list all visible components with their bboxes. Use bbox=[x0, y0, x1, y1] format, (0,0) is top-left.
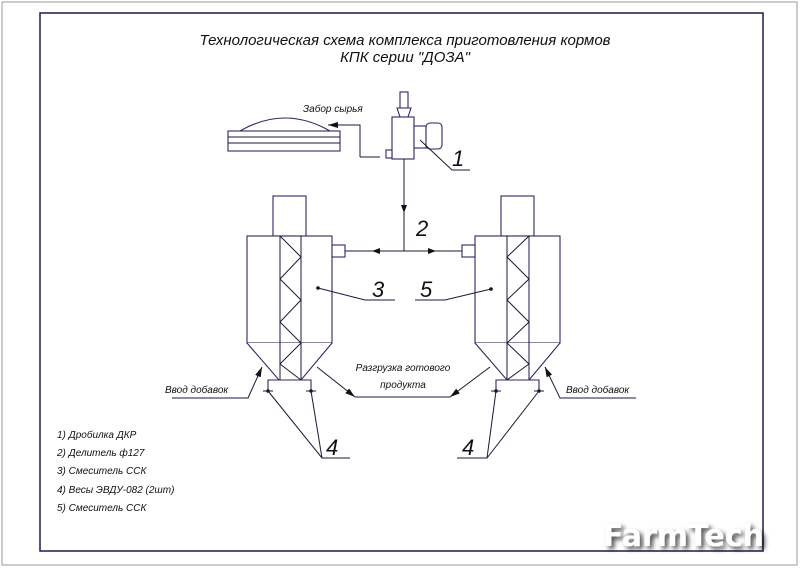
callout-4-right: 4 bbox=[462, 435, 474, 460]
callout-3: 3 bbox=[372, 277, 385, 302]
legend-item: 3) Смеситель ССК bbox=[57, 466, 147, 477]
raw-material-pile bbox=[227, 117, 341, 152]
discharge-label-1: Разгрузка готового bbox=[356, 363, 451, 374]
legend-item: 2) Делитель ф127 bbox=[56, 447, 145, 459]
mixer-ssk-left bbox=[246, 195, 346, 381]
callout-4-left: 4 bbox=[326, 435, 338, 460]
additives-label-right: Ввод добавок bbox=[566, 384, 630, 396]
legend-item: 5) Смеситель ССК bbox=[57, 503, 147, 514]
scale-evdu-left bbox=[263, 379, 316, 393]
title-line-1: Технологическая схема комплекса приготов… bbox=[200, 32, 611, 49]
scale-evdu-right bbox=[491, 379, 544, 393]
legend-item: 1) Дробилка ДКР bbox=[57, 429, 137, 441]
callout-2: 2 bbox=[415, 216, 428, 241]
crusher-dkr bbox=[385, 91, 443, 160]
additives-label-left: Ввод добавок bbox=[165, 384, 229, 396]
callout-1: 1 bbox=[452, 146, 464, 171]
legend-item: 4) Весы ЭВДУ-082 (2шт) bbox=[57, 485, 174, 496]
callout-5: 5 bbox=[420, 277, 433, 302]
discharge-label-2: продукта bbox=[380, 380, 426, 391]
raw-intake-label: Забор сырья bbox=[303, 103, 363, 115]
farmtech-watermark: FarmTech bbox=[603, 519, 764, 554]
drawing-frame bbox=[39, 12, 764, 552]
mixer-ssk-right bbox=[461, 195, 561, 381]
legend: 1) Дробилка ДКР 2) Делитель ф127 3) Смес… bbox=[56, 429, 174, 514]
title-line-2: КПК серии "ДОЗА" bbox=[340, 49, 471, 66]
